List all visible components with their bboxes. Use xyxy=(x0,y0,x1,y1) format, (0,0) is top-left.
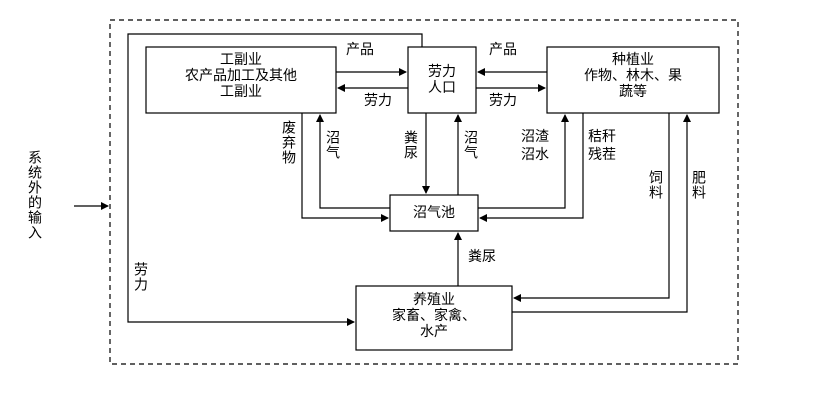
fertilizer-arrow xyxy=(512,114,691,313)
manure-top-label: 粪尿 xyxy=(402,130,418,160)
sideline-box-text: 工副业 农产品加工及其他 工副业 xyxy=(185,52,297,100)
sideline-box xyxy=(145,46,337,114)
feed-label: 饲料 xyxy=(647,170,663,200)
biogas-box-text: 沼气池 xyxy=(413,205,455,221)
biogas-right-label: 沼气 xyxy=(462,130,478,160)
labor-pop-box xyxy=(407,46,477,114)
waste-label: 废弃物 xyxy=(280,120,296,165)
breeding-box-text: 养殖业 家畜、家禽、 水产 xyxy=(392,292,476,340)
manure-bottom-label: 粪尿 xyxy=(468,249,496,265)
planting-box-text: 种植业 作物、林木、果 蔬等 xyxy=(584,52,682,100)
residue-arrow xyxy=(478,114,569,209)
biogas-left-label: 沼气 xyxy=(324,130,340,160)
residue-label: 沼渣沼水 xyxy=(521,129,549,163)
planting-box xyxy=(546,46,720,114)
waste-arrow xyxy=(301,113,389,222)
biogas-left-arrow xyxy=(316,114,390,209)
straw-label: 秸秆残茬 xyxy=(588,129,616,163)
fertilizer-label: 肥料 xyxy=(690,170,706,200)
product-left-label: 产品 xyxy=(346,42,374,58)
labor-pop-box-text: 劳力 人口 xyxy=(428,64,456,96)
product-right-label: 产品 xyxy=(489,42,517,58)
labor-left-label: 劳力 xyxy=(364,93,392,109)
feed-arrow xyxy=(513,113,670,302)
breeding-box xyxy=(355,285,513,351)
biogas-box xyxy=(389,194,479,232)
labor-bottom-label: 劳力 xyxy=(132,262,148,292)
straw-arrow xyxy=(479,113,584,222)
labor-right-label: 劳力 xyxy=(489,93,517,109)
outside-input-label: 系统外的输入 xyxy=(26,150,42,240)
labor-loop-line xyxy=(127,33,423,326)
